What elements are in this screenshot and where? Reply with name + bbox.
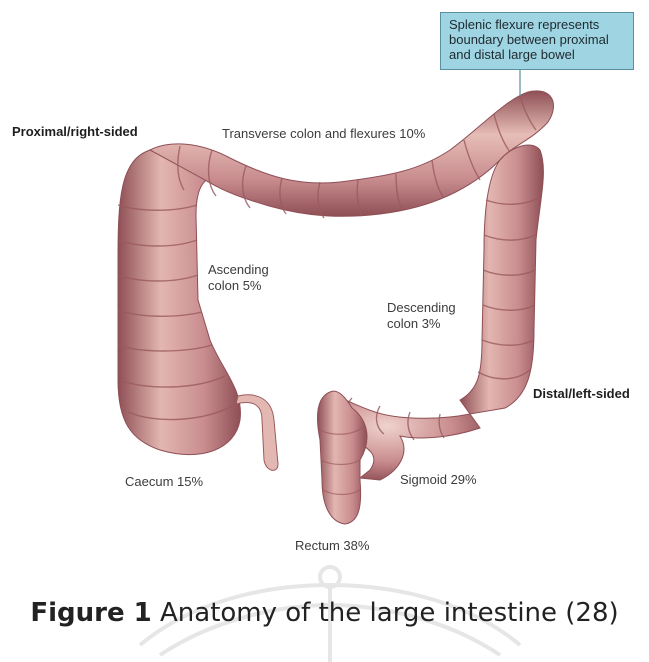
descending-colon-label: Descending colon 3% [387, 300, 456, 332]
sigmoid-label: Sigmoid 29% [400, 472, 477, 488]
transverse-colon-label: Transverse colon and flexures 10% [222, 126, 425, 142]
splenic-flexure-callout: Splenic flexure represents boundary betw… [440, 12, 634, 70]
figure-number: Figure 1 [30, 598, 151, 628]
caecum-label: Caecum 15% [125, 474, 203, 490]
rectum-label: Rectum 38% [295, 538, 369, 554]
distal-label: Distal/left-sided [533, 386, 630, 402]
figure-caption: Figure 1 Anatomy of the large intestine … [0, 598, 649, 628]
proximal-label: Proximal/right-sided [12, 124, 138, 140]
figure-caption-text: Anatomy of the large intestine (28) [152, 598, 619, 628]
descending-colon [460, 145, 543, 414]
ascending-colon [118, 150, 240, 455]
appendix [236, 395, 278, 471]
ascending-colon-label: Ascending colon 5% [208, 262, 269, 294]
